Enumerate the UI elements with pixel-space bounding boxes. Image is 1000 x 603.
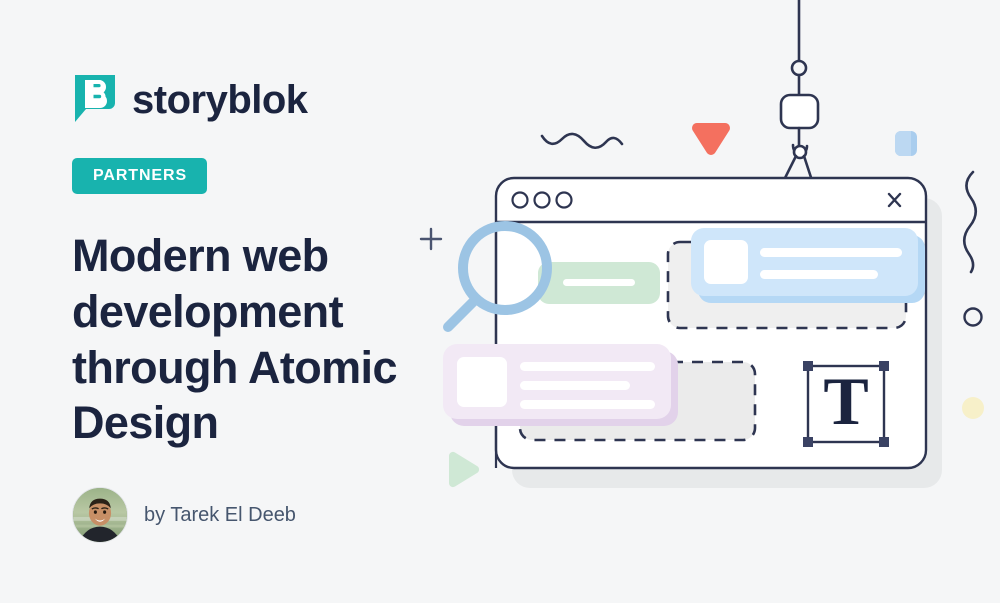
storyblok-logo[interactable]: storyblok <box>72 72 472 128</box>
author-byline: by Tarek El Deeb <box>72 487 472 544</box>
partners-badge: PARTNERS <box>72 158 208 194</box>
red-triangle-decoration <box>692 123 730 155</box>
wavy-line-decoration <box>540 132 624 150</box>
squiggle-decoration <box>962 170 978 274</box>
magnifier-icon <box>443 221 552 332</box>
browser-traffic-light-dots <box>511 191 573 209</box>
browser-close-icon <box>887 192 902 208</box>
author-name: by Tarek El Deeb <box>144 503 296 526</box>
content-panel: storyblok PARTNERS Modern web developmen… <box>72 72 472 544</box>
blue-content-card <box>691 228 925 303</box>
page-title: Modern web development through Atomic De… <box>72 230 397 449</box>
plus-sign-decoration <box>419 227 443 251</box>
storyblok-wordmark: storyblok <box>132 78 308 122</box>
purple-content-card <box>443 344 678 426</box>
yellow-moon-decoration <box>962 397 984 419</box>
green-content-bar <box>538 262 660 304</box>
green-play-triangle-decoration <box>448 451 480 488</box>
storyblok-speech-bubble-b-icon <box>72 72 118 128</box>
avatar <box>72 487 128 544</box>
text-tool-letter: T <box>823 363 868 439</box>
text-tool-selection-box: T <box>803 361 889 447</box>
atomic-design-illustration: T <box>410 0 1000 603</box>
circle-outline-decoration <box>963 307 983 327</box>
